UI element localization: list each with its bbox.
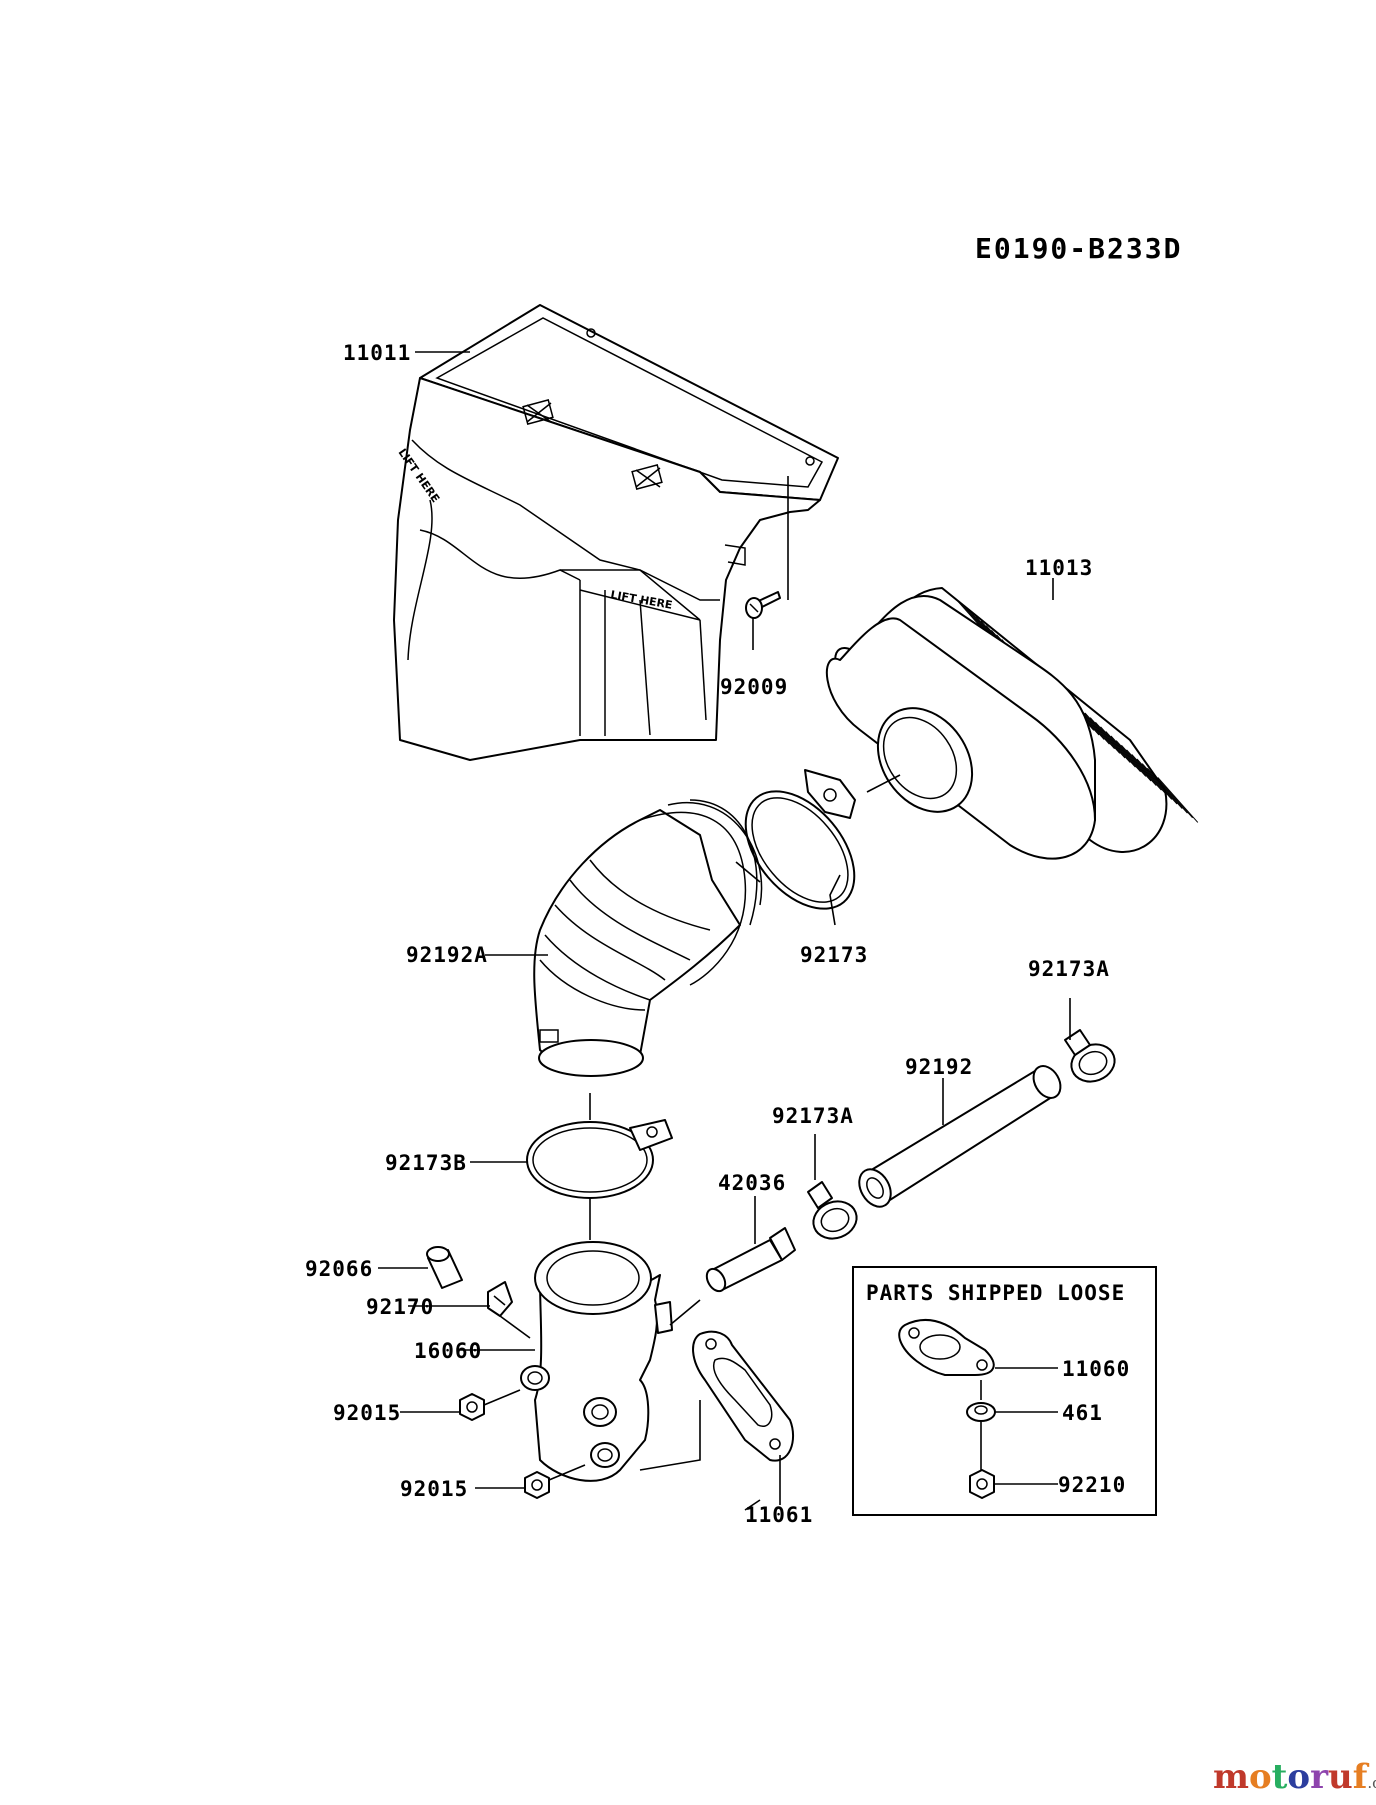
filter-pleat-line [1110,735,1152,782]
watermark-letter: u [1328,1757,1353,1797]
filter-pleat-line [1121,744,1162,791]
watermark-suffix: .de [1367,1774,1376,1792]
filter-pleat-line [1115,740,1157,786]
filter-pleat-line [1105,731,1147,777]
screw-92009 [745,591,781,619]
label-11011: 11011 [343,341,411,365]
filter-pleat-line [1089,717,1131,763]
filter-pleat-line [1147,767,1188,814]
watermark-letter: o [1249,1757,1272,1797]
label-42036: 42036 [718,1171,786,1195]
label-461: 461 [1062,1401,1103,1425]
watermark-letter: o [1287,1757,1310,1797]
watermark-letter: m [1213,1757,1249,1797]
nut-92015-upper [459,1393,485,1421]
gasket-11061 [692,1330,795,1462]
straight-hose-92192 [858,1065,1062,1208]
filter-pleat-line [1131,754,1173,800]
watermark-letter: t [1272,1757,1288,1797]
intake-elbow-16060 [520,1241,673,1482]
label-92173A-upper: 92173A [1028,957,1110,981]
label-92173B: 92173B [385,1151,467,1175]
label-16060: 16060 [414,1339,482,1363]
watermark-text: motoruf.de [1213,1757,1376,1797]
label-92173: 92173 [800,943,868,967]
filter-pleat-line [1157,777,1199,823]
filter-pleat-line [1084,712,1126,759]
part-labels: 11011 11013 92009 92173 92192A 92173A 92… [305,341,1130,1527]
clip-92170 [487,1281,513,1317]
filter-pleat-line [1152,772,1193,819]
label-92015-lower: 92015 [400,1477,468,1501]
label-92173A-lower: 92173A [772,1104,854,1128]
diagram-code: E0190-B233D [975,232,1182,265]
air-cleaner-cover: LIFT HERE LIFT HERE [393,304,839,761]
label-92170: 92170 [366,1295,434,1319]
label-11060: 11060 [1062,1357,1130,1381]
label-92009: 92009 [720,675,788,699]
label-11061: 11061 [745,1503,813,1527]
label-92192A: 92192A [406,943,488,967]
label-11013: 11013 [1025,556,1093,580]
filter-pleat-line [1100,726,1141,773]
filter-pleat-line [1079,708,1121,754]
hose-clamp-92173A-upper [1064,1029,1116,1083]
leader-lines [378,351,1071,1511]
label-92015-upper: 92015 [333,1401,401,1425]
filter-pleat-line [1136,758,1178,805]
washer-461 [966,1402,996,1422]
nipple-42036 [705,1227,796,1293]
watermark-brand: motoruf [1213,1757,1370,1797]
parts-shipped-loose-title: PARTS SHIPPED LOOSE [866,1281,1125,1305]
label-92210: 92210 [1058,1473,1126,1497]
cap-92066 [426,1246,463,1289]
hose-clamp-92173B [526,1119,673,1199]
filter-pleat-line [1095,721,1136,768]
air-filter-element [825,587,1199,860]
watermark-letter: f [1353,1757,1370,1797]
gasket-11060 [898,1318,995,1376]
nut-92210 [969,1469,995,1499]
watermark-letter: r [1310,1757,1329,1797]
hose-clamp-92173 [744,769,856,910]
hose-clamp-92173A-lower [807,1181,858,1240]
label-92192: 92192 [905,1055,973,1079]
nut-92015-lower [524,1471,550,1499]
parts-shipped-loose-box: PARTS SHIPPED LOOSE [852,1266,1157,1516]
label-92066: 92066 [305,1257,373,1281]
filter-pleat-line [1141,763,1183,809]
elbow-hose-92192A [533,799,763,1077]
watermark-logo: motoruf.de [1213,1757,1376,1797]
filter-pleat-line [1126,749,1167,796]
